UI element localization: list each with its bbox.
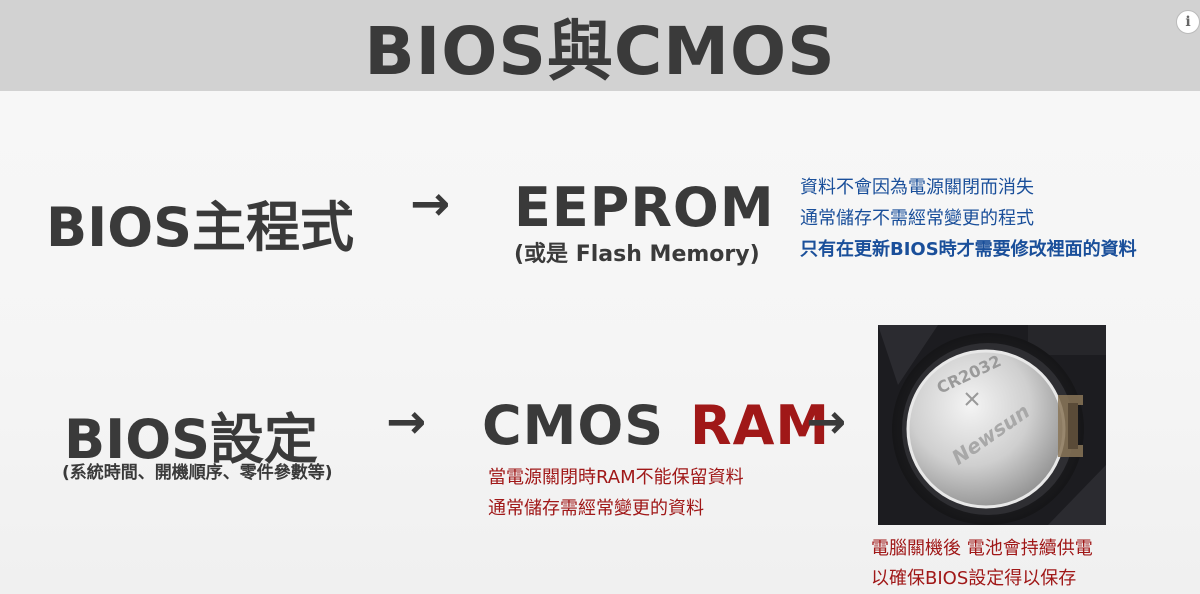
ram-label: RAM [689, 394, 831, 457]
cmos-battery-photo: CR2032 Newsun [878, 325, 1106, 525]
eeprom-note-3: 只有在更新BIOS時才需要修改裡面的資料 [800, 239, 1137, 260]
arrow-right-icon: → [806, 394, 847, 450]
arrow-right-icon: → [386, 394, 427, 450]
title-bar [0, 0, 1200, 91]
bios-settings-sub-label: (系統時間、開機順序、零件參數等) [62, 463, 333, 483]
slide-title: BIOS與CMOS [364, 12, 836, 90]
cmos-battery-image: CR2032 Newsun [878, 325, 1106, 525]
arrow-right-icon: → [410, 176, 451, 232]
eeprom-note-2: 通常儲存不需經常變更的程式 [800, 208, 1034, 229]
cmos-note-1: 當電源關閉時RAM不能保留資料 [488, 467, 744, 488]
bios-settings-label: BIOS設定 [64, 408, 319, 471]
eeprom-sub-label: (或是 Flash Memory) [514, 242, 760, 267]
eeprom-label: EEPROM [514, 176, 775, 239]
battery-caption-2: 以確保BIOS設定得以保存 [871, 568, 1077, 589]
bios-main-program-label: BIOS主程式 [46, 196, 355, 259]
battery-caption-1: 電腦關機後 電池會持續供電 [871, 538, 1093, 559]
info-icon[interactable]: i [1176, 10, 1200, 34]
cmos-label: CMOS [482, 394, 665, 457]
eeprom-note-1: 資料不會因為電源關閉而消失 [800, 177, 1034, 198]
cmos-note-2: 通常儲存需經常變更的資料 [488, 498, 704, 519]
cmos-ram-label: CMOS RAM [482, 394, 830, 457]
